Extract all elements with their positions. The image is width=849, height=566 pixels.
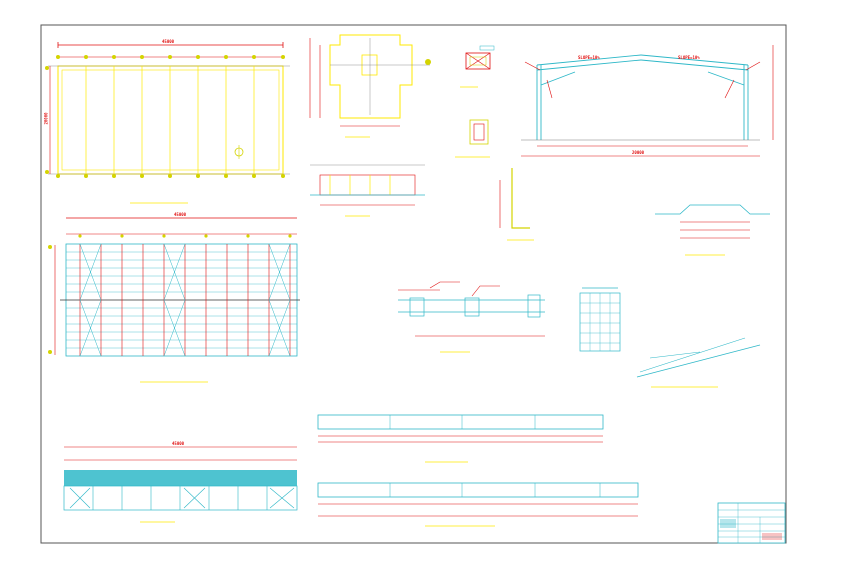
material-table: [579, 287, 621, 352]
connection-detail: [398, 281, 545, 353]
wall-section: [310, 164, 425, 217]
foundation-top-dimension: 45000: [162, 39, 175, 44]
footing-detail: [309, 34, 431, 138]
pedestal-detail: [455, 45, 495, 158]
truss-elevation-a: [317, 414, 604, 463]
sheet-border: [40, 24, 787, 544]
anchor-bolt: [499, 168, 534, 241]
roof-framing-plan: [48, 217, 300, 383]
title-block: [717, 502, 786, 544]
bracing-detail: [636, 337, 761, 388]
foundation-plan: [45, 42, 290, 204]
frame-slope-left: SLOPE=10%: [578, 55, 600, 60]
elevation-length-dimension: 45000: [172, 441, 185, 446]
frame-span-dimension: 20000: [632, 150, 645, 155]
purlin-connection-detail: [655, 204, 770, 256]
foundation-side-dimension: 20000: [43, 112, 49, 125]
frame-slope-right: SLOPE=10%: [678, 55, 700, 60]
roof-plan-top-dimension: 45000: [174, 212, 187, 217]
truss-elevation-b: [317, 482, 639, 527]
portal-frame-elevation: [521, 45, 774, 157]
longitudinal-elevation: [63, 446, 298, 523]
